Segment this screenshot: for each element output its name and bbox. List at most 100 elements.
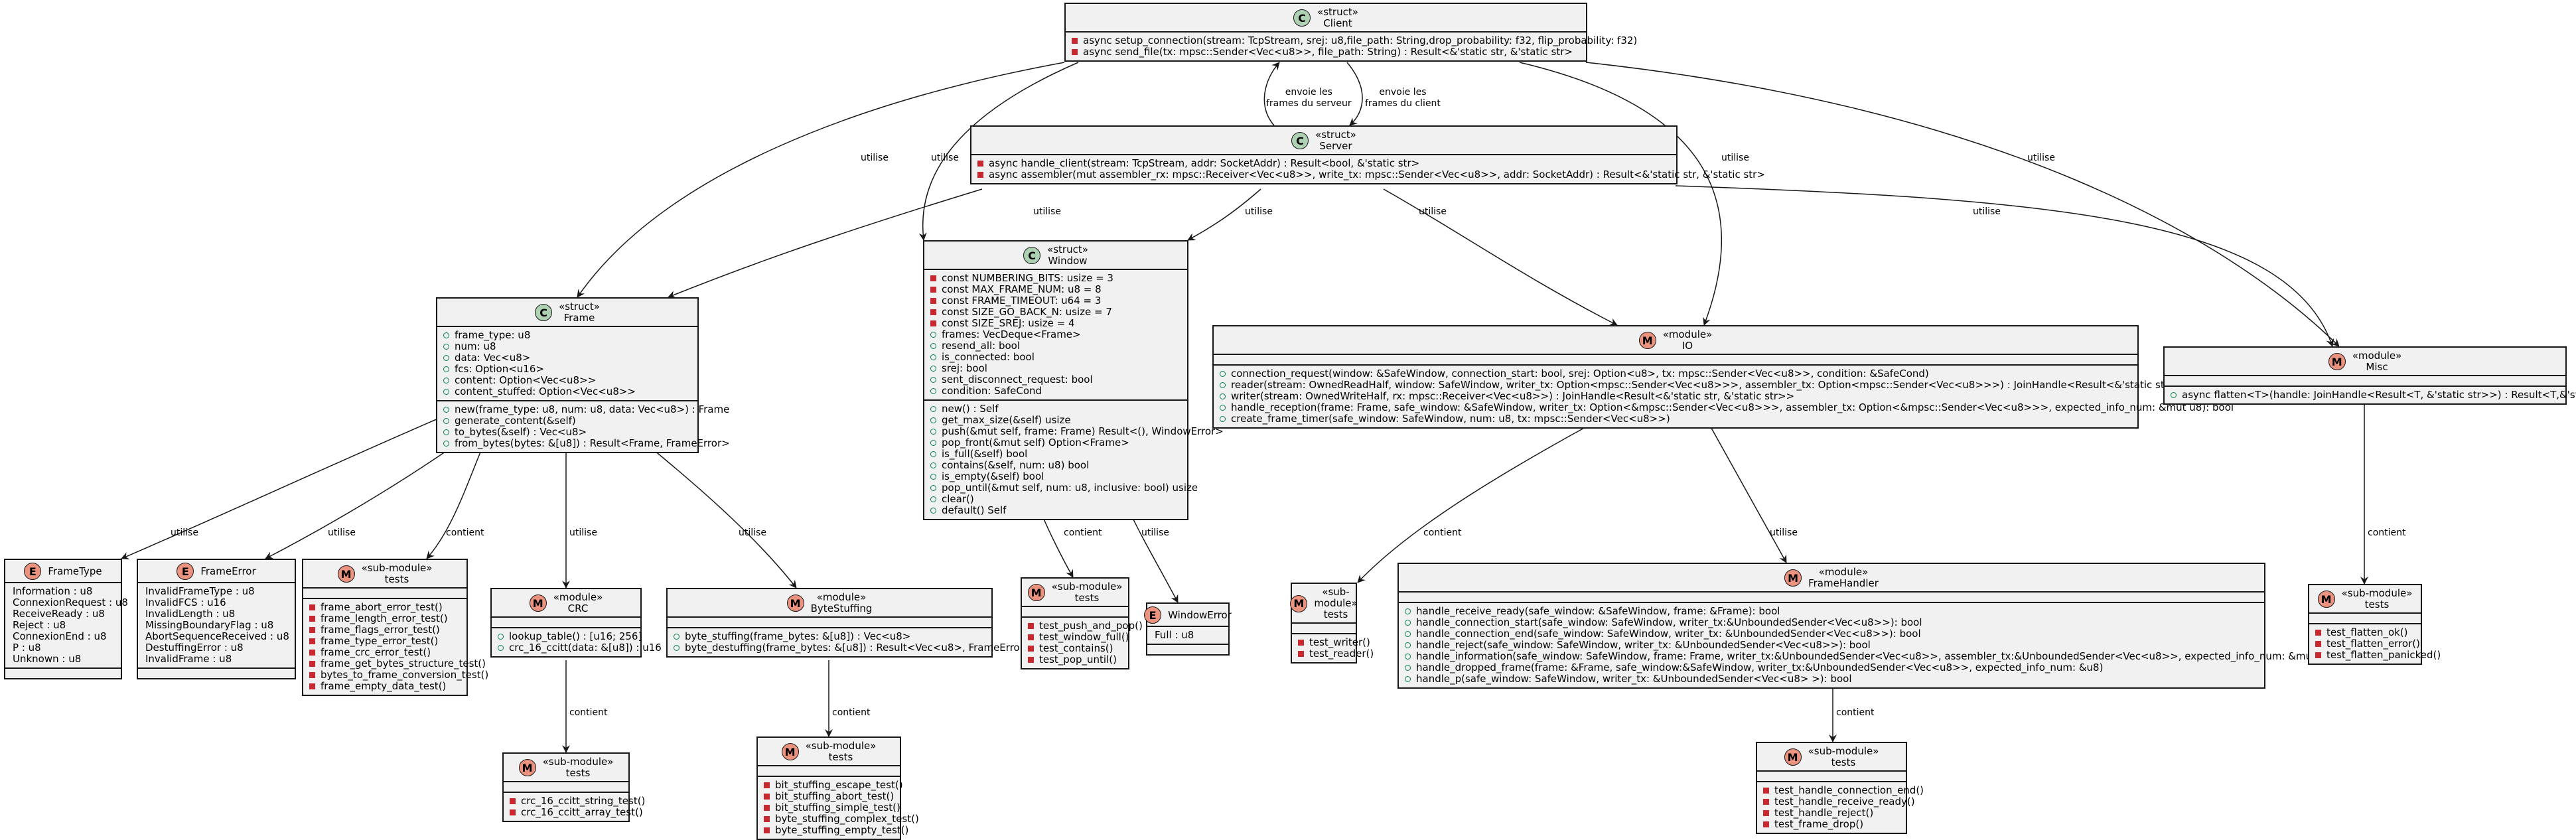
member-line: byte_destuffing(frame_bytes: &[u8]) : Re… [668,642,1032,654]
private-member-icon [510,809,516,815]
member-line: test_push_and_pop() [1022,620,1143,632]
member-text: test_push_and_pop() [1039,620,1143,632]
edge-label: utilise [1141,527,1169,538]
node-header: M«sub-module»tests [303,560,466,587]
node-section: test_flatten_ok()test_flatten_error()tes… [2309,623,2441,664]
node-header: C«struct»Client [1066,4,1586,31]
member-text: crc_16_ccitt_string_test() [521,795,646,807]
node-section [668,616,991,627]
member-text: create_frame_timer(safe_window: SafeWind… [1231,413,1670,425]
public-member-icon [930,417,936,423]
member-text: handle_information(safe_window: SafeWind… [1416,650,2364,662]
member-text: new(frame_type: u8, num: u8, data: Vec<u… [455,403,730,415]
member-text: is_full(&self) bool [942,448,1028,460]
member-text: handle_p(safe_window: SafeWindow, writer… [1416,673,1852,685]
private-member-icon [1028,646,1034,652]
member-text: from_bytes(bytes: &[u8]) : Result<Frame,… [455,437,730,449]
public-member-icon [930,440,936,446]
class-badge-icon: C [1291,132,1309,149]
private-member-icon [1763,810,1769,816]
member-line: Reject : u8 [5,620,121,631]
member-text: handle_connection_start(safe_window: Saf… [1416,616,1922,628]
module-badge-icon: M [1784,569,1802,587]
edge-label: utilise [1419,206,1447,217]
member-line: P : u8 [5,642,121,654]
edge-server-window [1187,188,1261,241]
member-text: clear() [942,493,974,505]
member-text: writer(stream: OwnedWriteHalf, rx: mpsc:… [1231,390,1795,402]
member-line: crc_16_ccitt(data: &[u8]) : u16 [492,642,662,654]
member-text: ConnexionEnd : u8 [13,630,107,642]
member-line: InvalidFrame : u8 [138,654,295,665]
member-line: frame_length_error_test() [303,613,466,624]
edge-label: envoie les frames du client [1365,87,1441,109]
edge-label: utilise [328,527,356,538]
public-member-icon [443,407,449,413]
member-line: new() : Self [924,403,1187,415]
member-line: is_connected: bool [924,352,1187,363]
node-name: tests [384,573,409,585]
member-text: test_handle_receive_ready() [1774,796,1915,807]
member-line: MissingBoundaryFlag : u8 [138,620,295,631]
member-text: handle_reject(safe_window: SafeWindow, w… [1416,639,1871,651]
edge-label: utilise [1245,206,1273,217]
member-line: sent_disconnect_request: bool [924,374,1187,385]
private-member-icon [309,650,315,656]
private-member-icon [309,638,315,644]
member-text: DestuffingError : u8 [145,642,244,654]
member-text: new() : Self [942,403,999,415]
member-line: bit_stuffing_simple_test() [758,802,900,813]
member-text: generate_content(&self) [455,415,576,427]
public-member-icon [930,485,936,491]
node-name: Client [1323,17,1352,29]
private-member-icon [764,794,770,800]
member-line: handle_reject(safe_window: SafeWindow, w… [1399,640,2264,651]
public-member-icon [443,389,449,395]
private-member-icon [2315,641,2321,647]
node-section: frame_abort_error_test()frame_length_err… [303,598,488,695]
member-text: InvalidLength : u8 [145,608,236,620]
member-line: bit_stuffing_abort_test() [758,791,900,802]
module-badge-icon: M [1027,584,1045,601]
node-header: M«sub-module»tests [1290,584,1358,622]
member-text: default() Self [942,504,1007,516]
member-text: byte_destuffing(frame_bytes: &[u8]) : Re… [685,642,1033,654]
public-member-icon [443,332,449,338]
edge-label: contient [2368,527,2406,538]
edge-frame-frameerror [265,447,453,559]
member-line: clear() [924,494,1187,505]
public-member-icon [674,645,680,651]
member-line: test_handle_reject() [1757,807,1906,819]
member-line: connection_request(window: &SafeWindow, … [1214,368,2137,380]
member-line: handle_connection_start(safe_window: Saf… [1399,617,2264,628]
public-member-icon [443,378,449,384]
node-section [1214,354,2137,364]
edge-client-io [1519,62,1723,326]
member-line: const MAX_FRAME_NUM: u8 = 8 [924,284,1187,295]
module-badge-icon: M [1638,332,1656,349]
edge-label: utilise [1721,153,1749,163]
member-line: Information : u8 [5,586,121,597]
member-text: data: Vec<u8> [455,352,531,364]
node-section: crc_16_ccitt_string_test()crc_16_ccitt_a… [504,792,645,821]
public-member-icon [930,451,936,457]
node-name: tests [565,767,591,779]
edge-label: utilise [1033,206,1061,217]
member-line: frame_get_bytes_structure_test() [303,658,486,669]
node-stereotype: «sub-module» [542,756,614,768]
member-line: byte_stuffing_complex_test() [758,813,919,825]
edge-label: contient [446,527,484,538]
node-name: WindowError [1168,608,1232,621]
member-line: bytes_to_frame_conversion_test() [303,669,488,681]
private-member-icon [1298,651,1304,657]
edge-frame-frametype [121,418,439,560]
member-line: test_flatten_error() [2309,638,2421,650]
member-line: get_max_size(&self) usize [924,415,1187,426]
member-line: crc_16_ccitt_array_test() [504,807,643,818]
member-text: Unknown : u8 [13,653,82,665]
public-member-icon [498,645,504,651]
